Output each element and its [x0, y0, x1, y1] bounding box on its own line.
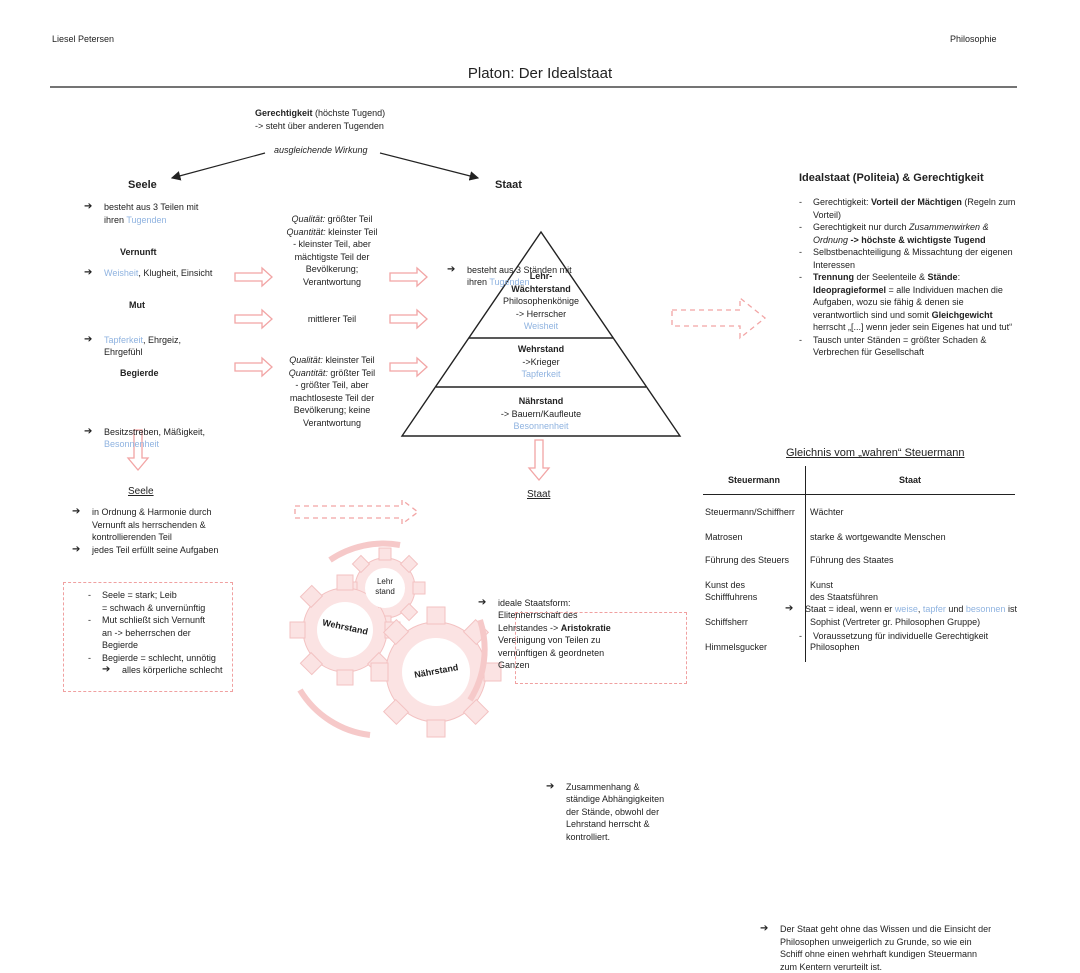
- table-cell: Kunst des: [705, 580, 746, 590]
- gerechtigkeit-block: Gerechtigkeit (höchste Tugend) -> steht …: [255, 108, 386, 131]
- qualitaet-top: Qualität: größter Teil Quantität: kleins…: [286, 214, 378, 287]
- down-arrow-staat: [527, 439, 551, 482]
- gear-center: [365, 568, 405, 608]
- table-cell: Führung des Steuers: [705, 555, 790, 565]
- block-arrow: [389, 356, 428, 378]
- vernunft-text: ➔Weisheit, Klugheit, Einsicht: [84, 267, 213, 278]
- block-arrow: [234, 308, 273, 330]
- table-cell: Führung des Staates: [810, 555, 894, 565]
- mut-text: ➔Tapferkeit, Ehrgeiz,Ehrgefühl: [84, 333, 182, 358]
- block-arrow: [389, 308, 428, 330]
- dashed-arrow-staat: [294, 498, 420, 526]
- gleichnis-title: Gleichnis vom „wahren“ Steuermann: [786, 447, 965, 459]
- table-cell: Philosophen: [810, 642, 860, 652]
- staat2-heading: Staat: [527, 489, 551, 500]
- arrow-to-staat: [379, 152, 480, 181]
- lehrstand-text: Lehr-Wächterstand Philosophenkönige-> He…: [502, 271, 580, 331]
- block-arrow: [389, 266, 428, 288]
- begierde-text: ➔Besitzstreben, Mäßigkeit,Besonnenheit: [84, 425, 206, 450]
- table-cell: Kunst: [810, 580, 834, 590]
- gear-center: [317, 602, 373, 658]
- author: Liesel Petersen: [52, 34, 115, 44]
- vernunft-label: Vernunft: [120, 247, 157, 257]
- table-cell: des Staatsführen: [810, 592, 879, 602]
- dashed-arrow-ideal: [671, 296, 767, 340]
- staat2-text: ➔ ideale Staatsform:Elitenherrschaft des…: [478, 596, 611, 671]
- mittlerer-teil: mittlerer Teil: [307, 314, 357, 324]
- table-cell: Schiffsherr: [705, 617, 748, 627]
- table-cell: Steuermann/Schiffherr: [705, 507, 795, 517]
- gear-center: [402, 638, 470, 706]
- seele-heading: Seele: [128, 179, 157, 191]
- ideal-heading: Idealstaat (Politeia) & Gerechtigkeit: [799, 172, 984, 184]
- down-arrow-seele: [126, 429, 150, 472]
- diagram-graphics: [50, 86, 1017, 738]
- page-title: Platon: Der Idealstaat: [467, 65, 613, 82]
- block-arrow: [234, 266, 273, 288]
- subject: Philosophie: [950, 34, 997, 44]
- table-cell: Sophist (Vertreter gr. Philosophen Grupp…: [810, 617, 981, 627]
- begierde-label: Begierde: [120, 368, 159, 378]
- zusammenhang-box: [515, 612, 687, 684]
- table-cell: Schifffuhrens: [705, 592, 758, 602]
- table-cell: Wächter: [810, 507, 844, 517]
- gleichnis-table: Steuermann Staat Steuermann/Schiffherr W…: [703, 466, 1015, 666]
- mut-label: Mut: [129, 300, 145, 310]
- table-header-steuermann: Steuermann: [727, 475, 780, 485]
- qualitaet-bottom: Qualität: kleinster Teil Quantität: größ…: [288, 355, 376, 428]
- wirkung-label: ausgleichende Wirkung: [274, 145, 368, 155]
- seele2-heading: Seele: [128, 486, 154, 497]
- staat-heading: Staat: [495, 179, 522, 191]
- table-header-staat: Staat: [898, 475, 921, 485]
- table-cell: starke & wortgewandte Menschen: [810, 532, 946, 542]
- ideal-voraussetzung: Voraussetzung für individuelle Gerechtig…: [799, 630, 1080, 643]
- ideal-list: Gerechtigkeit: Vorteil der Mächtigen (Re…: [799, 196, 1044, 359]
- table-cell: Matrosen: [705, 532, 743, 542]
- ideal-staat-line: ➔ Staat = ideal, wenn er weise, tapfer u…: [785, 603, 1017, 614]
- seele-summary-text: Seele = stark; Leib= schwach & unvernünf…: [88, 589, 228, 677]
- seele-summary-box: [63, 582, 233, 692]
- gleichnis-conclusion: ➔ Der Staat geht ohne das Wissen und die…: [760, 923, 992, 972]
- table-cell: Himmelsgucker: [705, 642, 768, 652]
- cycle-arcs: [297, 540, 488, 738]
- arrow-to-seele: [170, 152, 266, 181]
- block-arrow: [234, 356, 273, 378]
- pyramid: [400, 230, 682, 437]
